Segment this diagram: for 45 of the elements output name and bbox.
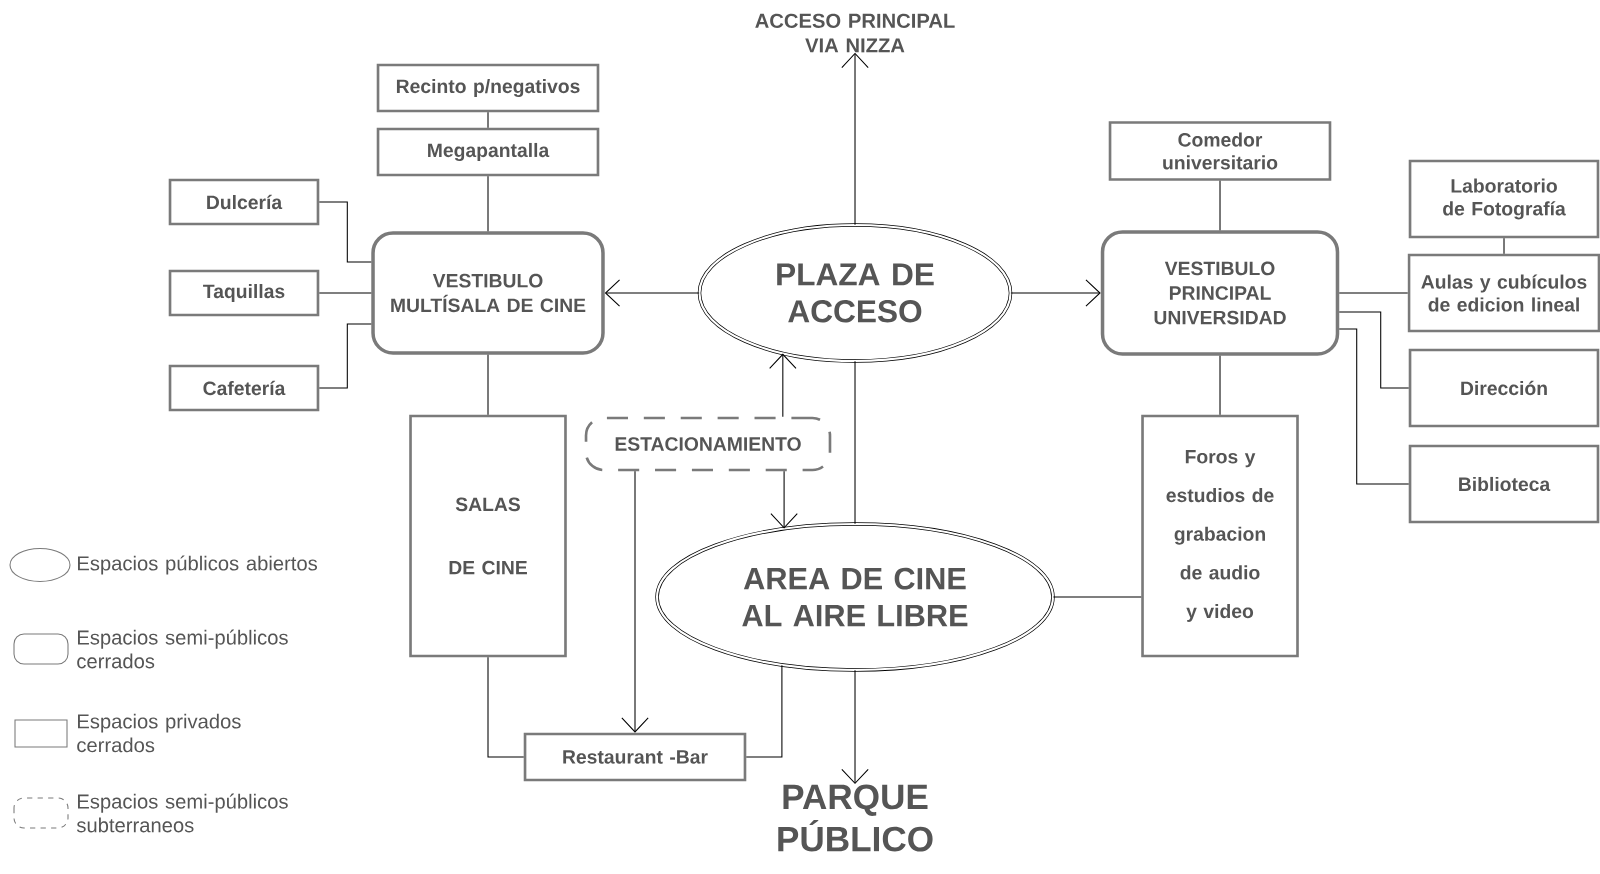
lobby-box: VESTIBULO MULTÍSALA DE CINE xyxy=(371,231,605,355)
room-box: Cafetería xyxy=(168,364,320,412)
connector xyxy=(1338,328,1410,485)
connector xyxy=(604,279,700,307)
connector xyxy=(1010,279,1101,307)
room-box: Foros y estudios de grabacion de audio y video xyxy=(1141,414,1299,658)
connector xyxy=(1338,311,1410,389)
room-box: Dulcería xyxy=(168,178,320,226)
destination-label: PARQUE PÚBLICO xyxy=(778,784,933,852)
legend-text: Espacios públicos abiertos xyxy=(78,555,318,575)
connector xyxy=(745,664,783,758)
connector xyxy=(841,52,869,226)
connector xyxy=(770,470,798,529)
connector xyxy=(1503,237,1505,255)
connector xyxy=(1219,180,1221,231)
connector xyxy=(318,292,372,294)
parking-box: ESTACIONAMIENTO xyxy=(584,416,832,472)
room-box: Taquillas xyxy=(168,269,320,317)
connector xyxy=(487,175,489,232)
connector xyxy=(841,669,869,785)
room-box: Aulas y cubículos de edicion lineal xyxy=(1407,253,1600,333)
room-box: Biblioteca xyxy=(1408,444,1600,524)
connector xyxy=(318,201,372,263)
lobby-box: VESTIBULO PRINCIPAL UNIVERSIDAD xyxy=(1100,230,1340,356)
connector xyxy=(1219,355,1221,416)
connector xyxy=(487,354,489,416)
legend-text: Espacios semi-públicos cerrados xyxy=(77,629,288,669)
room-box: SALAS DE CINE xyxy=(409,414,567,658)
room-box: Recinto p/negativos xyxy=(376,63,600,113)
connector xyxy=(769,353,797,418)
connector xyxy=(1338,292,1409,294)
legend-text: Espacios semi-públicos subterraneos xyxy=(76,793,288,833)
connector xyxy=(487,656,525,758)
connector xyxy=(854,360,856,525)
room-box: Megapantalla xyxy=(376,127,600,177)
room-box: Comedor universitario xyxy=(1108,121,1332,181)
destination-label: ACCESO PRINCIPAL VIA NIZZA xyxy=(755,13,955,53)
connector xyxy=(621,470,649,733)
room-box: Restaurant -Bar xyxy=(523,732,747,782)
connector xyxy=(318,323,372,389)
room-box: Dirección xyxy=(1408,348,1600,428)
room-box: Laboratorio de Fotografía xyxy=(1408,159,1600,239)
connector xyxy=(1052,596,1142,598)
legend-text: Espacios privados cerrados xyxy=(77,713,241,753)
connector xyxy=(487,111,489,129)
